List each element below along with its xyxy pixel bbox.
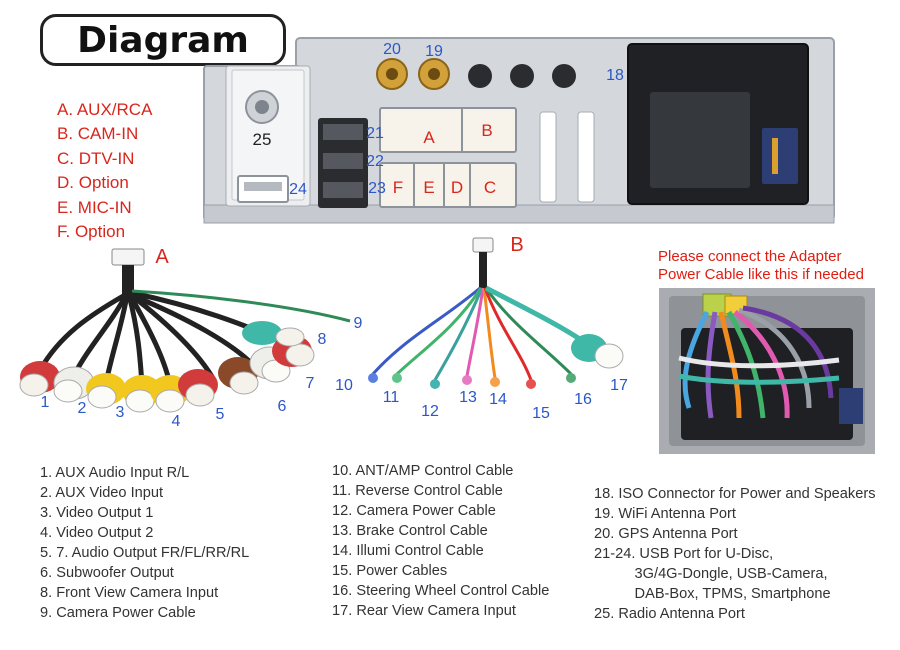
usb-port-24 — [237, 175, 289, 203]
harness-a-number: 7 — [306, 375, 315, 392]
label-connector-d: D — [451, 178, 463, 197]
legend-item: 17. Rear View Camera Input — [332, 603, 516, 619]
legend-item: 11. Reverse Control Cable — [332, 483, 503, 499]
label-port-21: 21 — [366, 125, 384, 142]
blank-hole — [468, 64, 492, 88]
harness-a-number: 3 — [116, 404, 125, 421]
blank-hole — [552, 64, 576, 88]
iso-connector — [627, 43, 809, 205]
rca-plug-brown — [218, 357, 259, 395]
harness-a-number: 8 — [318, 331, 327, 348]
legend-item: 19. WiFi Antenna Port — [594, 506, 736, 522]
harness-b-number: 11 — [383, 389, 400, 406]
rca-plug-teal — [242, 321, 305, 347]
legend-item: 3. Video Output 1 — [40, 505, 154, 521]
legend-item: 13. Brake Control Cable — [332, 523, 488, 539]
legend-column-2: 10. ANT/AMP Control Cable 11. Reverse Co… — [332, 461, 549, 621]
blank-hole — [510, 64, 534, 88]
legend-item: 6. Subwoofer Output — [40, 565, 174, 581]
legend-item: 2. AUX Video Input — [40, 485, 164, 501]
label-port-20: 20 — [383, 41, 401, 58]
legend-item: 15. Power Cables — [332, 563, 448, 579]
harness-b-number: 13 — [459, 389, 477, 406]
legend-item: 18. ISO Connector for Power and Speakers — [594, 486, 876, 502]
label-connector-c: C — [484, 178, 496, 197]
legend-item: 14. Illumi Control Cable — [332, 543, 484, 559]
rca-plug-yellow — [86, 373, 126, 409]
harness-a-number: 9 — [354, 315, 363, 332]
harness-a-number: 6 — [278, 398, 287, 415]
adapter-note-line: Power Cable like this if needed — [658, 266, 864, 283]
head-unit-rear-panel: 25 24 21 22 23 20 19 18 A B F E D C — [203, 37, 835, 224]
label-connector-a: A — [423, 128, 435, 147]
label-connector-b: B — [481, 121, 492, 140]
rca-plug-white — [53, 366, 95, 403]
rca-plug-teal — [571, 334, 624, 369]
connector-block-fedc — [379, 162, 517, 208]
harness-b-diagram: B 10 11 12 13 14 15 16 17 — [335, 234, 628, 422]
legend-item: 3G/4G-Dongle, USB-Camera, — [594, 566, 828, 582]
legend-item: 8. Front View Camera Input — [40, 585, 219, 601]
label-port-19: 19 — [425, 43, 443, 60]
legend-item: 5. 7. Audio Output FR/FL/RR/RL — [40, 545, 250, 561]
label-port-24: 24 — [289, 181, 307, 198]
legend-item: DAB-Box, TPMS, Smartphone — [594, 586, 831, 602]
harness-b-number: 10 — [335, 377, 353, 394]
connector-key-item: B. CAM-IN — [57, 124, 139, 144]
connector-key-item: F. Option — [57, 222, 126, 242]
radio-antenna-port — [245, 90, 279, 124]
connector-key-list: A. AUX/RCA B. CAM-IN C. DTV-IN D. Option… — [57, 98, 152, 244]
harness-b-letter: B — [510, 234, 523, 256]
adapter-photo — [659, 288, 875, 454]
harness-a-diagram: A 1 2 3 4 5 6 7 8 9 — [19, 246, 363, 430]
legend-column-3: 18. ISO Connector for Power and Speakers… — [594, 484, 876, 624]
label-connector-f: F — [393, 178, 403, 197]
label-port-18: 18 — [606, 67, 624, 84]
connector-block-ab — [379, 107, 517, 153]
legend-item: 21-24. USB Port for U-Disc, — [594, 546, 774, 562]
connector-key-item: D. Option — [57, 173, 129, 193]
legend-item: 25. Radio Antenna Port — [594, 606, 745, 622]
label-port-22: 22 — [366, 153, 384, 170]
rca-plug-red — [19, 361, 60, 397]
connector-key-item: A. AUX/RCA — [57, 100, 153, 119]
harness-b-number: 16 — [574, 391, 592, 408]
harness-a-number: 5 — [216, 406, 225, 423]
legend-item: 16. Steering Wheel Control Cable — [332, 583, 550, 599]
usb-port-stack — [318, 118, 368, 208]
harness-b-number: 17 — [610, 377, 628, 394]
diagram-title: Diagram — [40, 14, 286, 66]
connector-key-item: C. DTV-IN — [57, 148, 135, 168]
adapter-note: Please connect the Adapter Power Cable l… — [658, 248, 864, 284]
legend-item: 10. ANT/AMP Control Cable — [332, 463, 514, 479]
rca-plug-yellow — [122, 375, 162, 413]
rca-plug-red — [178, 369, 218, 407]
gps-antenna-port — [376, 58, 408, 90]
wifi-antenna-port — [418, 58, 450, 90]
legend-item: 1. AUX Audio Input R/L — [40, 465, 190, 481]
harness-b-number: 14 — [489, 391, 507, 408]
harness-a-number: 2 — [78, 400, 87, 417]
harness-a-number: 4 — [172, 413, 181, 430]
label-connector-e: E — [423, 178, 434, 197]
connector-key-item: E. MIC-IN — [57, 197, 132, 217]
harness-a-letter: A — [155, 246, 169, 268]
label-port-23: 23 — [368, 180, 386, 197]
legend-column-1: 1. AUX Audio Input R/L 2. AUX Video Inpu… — [40, 463, 249, 623]
harness-a-number: 1 — [41, 394, 50, 411]
label-port-25: 25 — [253, 130, 272, 149]
harness-b-number: 12 — [421, 403, 439, 420]
legend-item: 20. GPS Antenna Port — [594, 526, 738, 542]
adapter-note-line: Please connect the Adapter — [658, 248, 842, 265]
harness-b-number: 15 — [532, 405, 550, 422]
legend-item: 12. Camera Power Cable — [332, 503, 496, 519]
legend-item: 4. Video Output 2 — [40, 525, 154, 541]
legend-item: 9. Camera Power Cable — [40, 605, 196, 621]
